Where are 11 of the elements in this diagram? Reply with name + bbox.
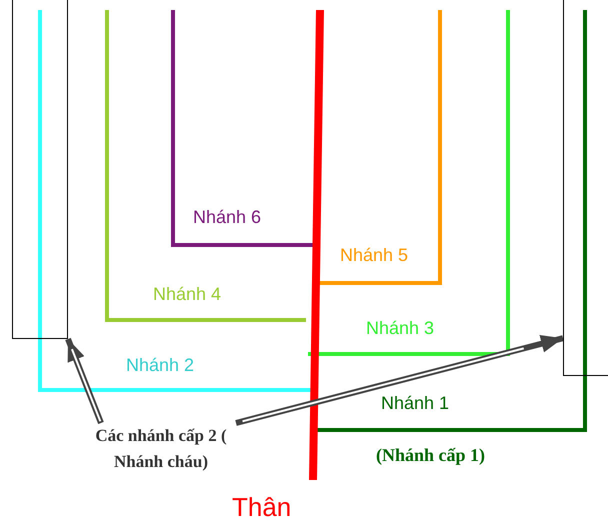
branch-label: Nhánh 6 [193,206,262,229]
trunk-label: Thân [232,491,292,524]
branch-label: Nhánh 2 [126,354,194,377]
outline-frame [563,0,608,376]
level-label: (Nhánh cấp 1) [376,444,486,467]
branch-label: Nhánh 3 [366,317,434,340]
outline-frame [12,0,68,339]
branch-label: Nhánh 4 [153,283,222,306]
branch-label: Nhánh 1 [381,392,450,415]
caption-text: Các nhánh cấp 2 ( Nhánh cháu) [86,423,236,475]
branch-label: Nhánh 5 [340,244,408,267]
